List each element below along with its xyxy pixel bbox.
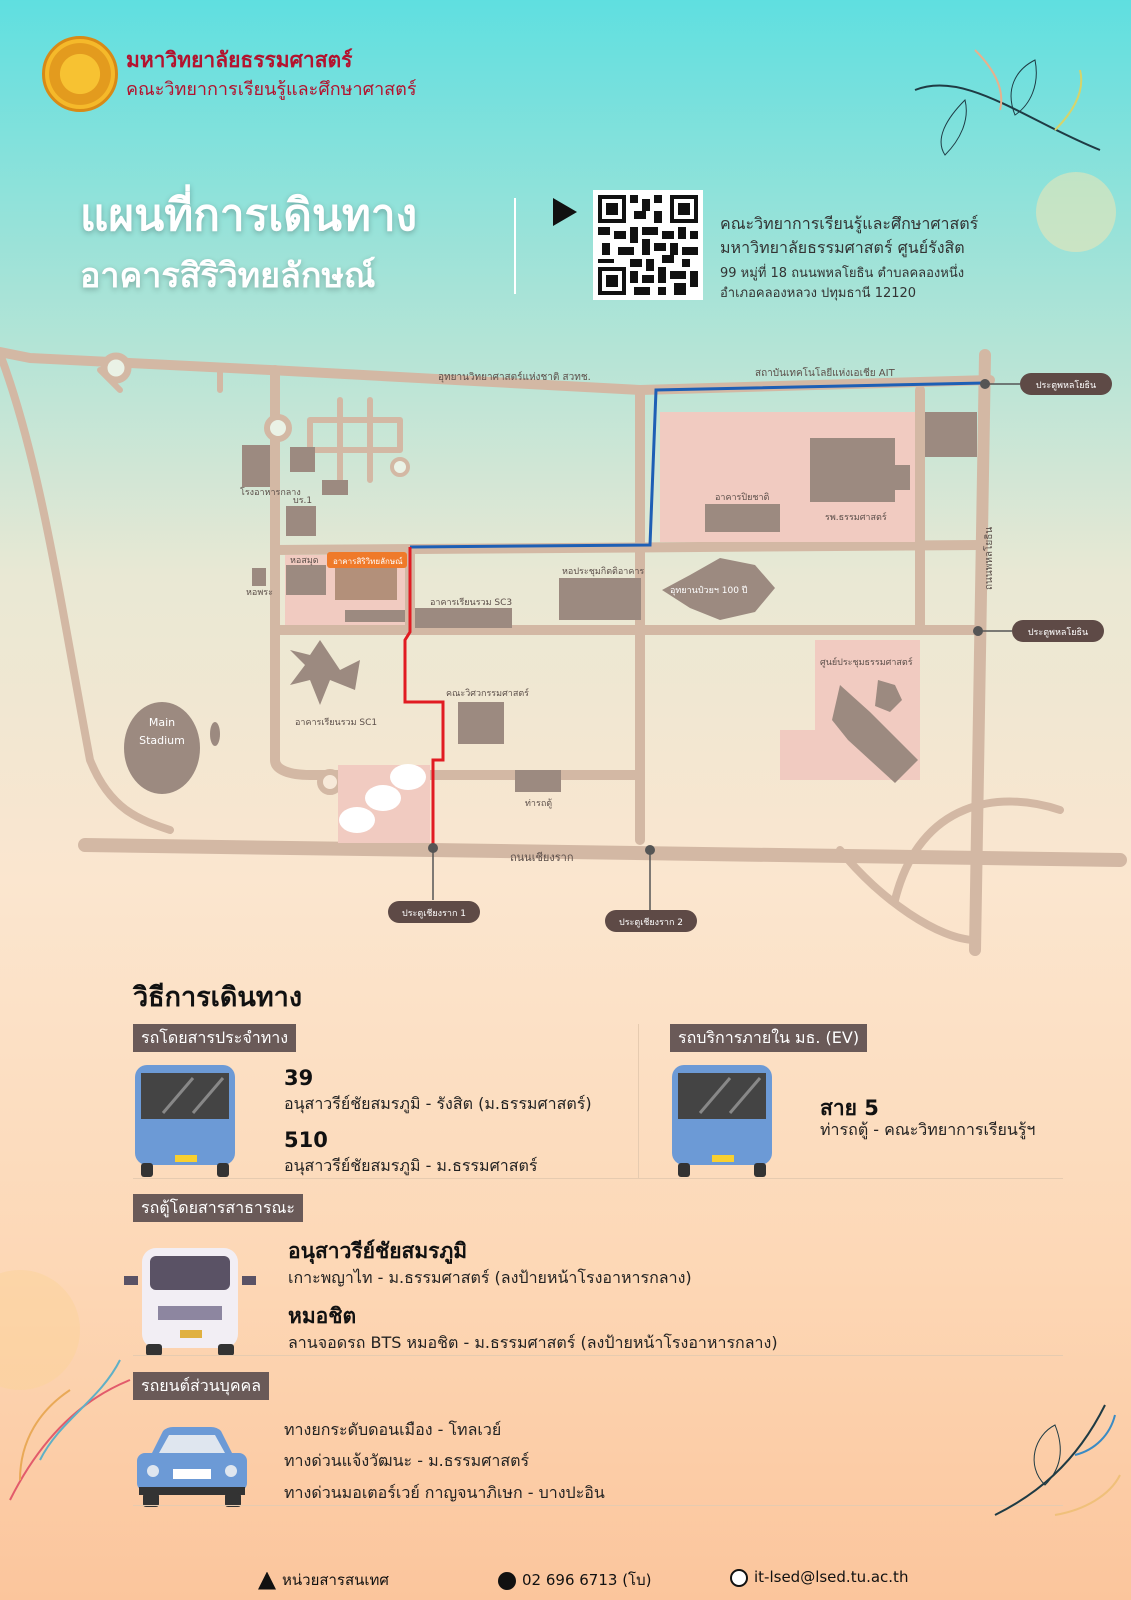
car-route-2: ทางด่วนแจ้งวัฒนะ - ม.ธรรมศาสตร์ bbox=[284, 1451, 530, 1470]
page-title: แผนที่การเดินทาง bbox=[80, 190, 418, 241]
footer-email-label: it-lsed@lsed.tu.ac.th bbox=[754, 1568, 909, 1586]
map-label-ait: สถาบันเทคโนโลยีแห่งเอเชีย AIT bbox=[755, 366, 896, 379]
divider bbox=[133, 1505, 1063, 1506]
leaf-decoration-right bbox=[994, 1404, 1121, 1516]
travel-heading: วิธีการเดินทาง bbox=[133, 982, 303, 1013]
target-building-tag bbox=[327, 552, 407, 568]
map-label-canteen: โรงอาหารกลาง bbox=[240, 487, 301, 498]
map-label-sc3: อาคารเรียนรวม SC3 bbox=[430, 597, 512, 608]
university-seal-logo bbox=[42, 36, 118, 112]
van-tag: รถตู้โดยสารสาธารณะ bbox=[133, 1194, 303, 1222]
ev-line: สาย 5 bbox=[820, 1096, 879, 1120]
footer-unit-label: หน่วยสารสนเทศ bbox=[282, 1571, 389, 1589]
email-icon bbox=[730, 1568, 748, 1587]
map-label-library: หอสมุด bbox=[290, 556, 319, 566]
car-route-3: ทางด่วนมอเตอร์เวย์ กาญจนาภิเษก - บางปะอิ… bbox=[284, 1483, 605, 1502]
map-label-br1: บร.1 bbox=[293, 496, 312, 506]
university-name: มหาวิทยาลัยธรรมศาสตร์ bbox=[126, 48, 353, 72]
unit-icon bbox=[258, 1571, 276, 1590]
map-label-hospital: รพ.ธรรมศาสตร์ bbox=[825, 511, 887, 523]
divider bbox=[133, 1178, 1063, 1179]
leaf-decoration-left bbox=[0, 1270, 131, 1501]
gate-chiangrak2-label: ประตูเชียงราก 2 bbox=[619, 917, 683, 928]
play-arrow-icon bbox=[553, 198, 577, 226]
footer-phone-label: 02 696 6713 (โบ) bbox=[522, 1571, 652, 1589]
van1-route: เกาะพญาไท - ม.ธรรมศาสตร์ (ลงป้ายหน้าโรงอ… bbox=[288, 1268, 692, 1287]
footer-email[interactable]: it-lsed@lsed.tu.ac.th bbox=[730, 1568, 908, 1587]
bus2-route: อนุสาวรีย์ชัยสมรภูมิ - ม.ธรรมศาสตร์ bbox=[284, 1156, 538, 1175]
gate-chiangrak1-label: ประตูเชียงราก 1 bbox=[402, 908, 466, 919]
ev-route: ท่ารถตู้ - คณะวิทยาการเรียนรู้ฯ bbox=[820, 1120, 1036, 1139]
blue-route bbox=[409, 381, 986, 549]
bus1-number: 39 bbox=[284, 1066, 314, 1090]
map-label-sc1: อาคารเรียนรวม SC1 bbox=[295, 717, 377, 728]
divider bbox=[514, 198, 516, 294]
car-icon bbox=[137, 1427, 247, 1507]
address-district: อำเภอคลองหลวง ปทุมธานี 12120 bbox=[720, 286, 917, 301]
gate-phahon-top-label: ประตูพหลโยธิน bbox=[1036, 380, 1096, 391]
map-label-engineering: คณะวิศวกรรมศาสตร์ bbox=[446, 687, 529, 699]
ev-tag: รถบริการภายใน มธ. (EV) bbox=[670, 1024, 868, 1052]
address-faculty: คณะวิทยาการเรียนรู้และศึกษาศาสตร์ bbox=[720, 214, 979, 233]
footer-unit: หน่วยสารสนเทศ bbox=[258, 1568, 389, 1592]
car-route-1: ทางยกระดับดอนเมือง - โทลเวย์ bbox=[284, 1420, 502, 1439]
map-label-phahon-road: ถนนพหลโยธิน bbox=[982, 527, 995, 590]
van2-title: หมอชิต bbox=[288, 1304, 357, 1328]
decor-circle bbox=[1036, 172, 1116, 252]
van-icon bbox=[124, 1248, 256, 1356]
column-divider bbox=[638, 1024, 639, 1179]
map-label-stadium-2: Stadium bbox=[139, 734, 185, 747]
gate-phahon-mid-label: ประตูพหลโยธิน bbox=[1028, 627, 1088, 638]
address-street: 99 หมู่ที่ 18 ถนนพหลโยธิน ตำบลคลองหนึ่ง bbox=[720, 266, 965, 281]
qr-code[interactable] bbox=[593, 190, 703, 300]
bus-tag: รถโดยสารประจำทาง bbox=[133, 1024, 297, 1052]
bus2-number: 510 bbox=[284, 1128, 328, 1152]
van1-title: อนุสาวรีย์ชัยสมรภูมิ bbox=[288, 1239, 468, 1263]
leaf-decoration bbox=[914, 49, 1101, 156]
map-label-park: อุทยานป๋วยฯ 100 ปี bbox=[670, 585, 748, 596]
red-route bbox=[403, 547, 445, 848]
buildings bbox=[124, 412, 977, 794]
map-label-hopra: หอพระ bbox=[246, 588, 273, 598]
footer-phone[interactable]: 02 696 6713 (โบ) bbox=[498, 1568, 651, 1592]
map-label-stadium-1: Main bbox=[149, 716, 175, 729]
ev-bus-icon bbox=[672, 1065, 772, 1177]
map-label-road-top: อุทยานวิทยาศาสตร์แห่งชาติ สวทช. bbox=[438, 371, 591, 383]
campus-map: อุทยานวิทยาศาสตร์แห่งชาติ สวทช. สถาบันเท… bbox=[0, 347, 1127, 956]
map-label-target: อาคารสิริวิทยลักษณ์ bbox=[333, 556, 403, 566]
faculty-name: คณะวิทยาการเรียนรู้และศึกษาศาสตร์ bbox=[126, 79, 417, 100]
bus1-route: อนุสาวรีย์ชัยสมรภูมิ - รังสิต (ม.ธรรมศาส… bbox=[284, 1094, 592, 1113]
map-label-chiangrak-road: ถนนเชียงราก bbox=[510, 851, 574, 864]
map-label-van-stop: ท่ารถตู้ bbox=[525, 798, 552, 809]
van2-route: ลานจอดรถ BTS หมอชิต - ม.ธรรมศาสตร์ (ลงป้… bbox=[288, 1333, 778, 1352]
address-university: มหาวิทยาลัยธรรมศาสตร์ ศูนย์รังสิต bbox=[720, 238, 965, 257]
phone-icon bbox=[498, 1571, 516, 1590]
parking-ovals bbox=[339, 764, 426, 833]
map-label-piyachart: อาคารปิยชาติ bbox=[715, 492, 770, 503]
map-label-convention: ศูนย์ประชุมธรรมศาสตร์ bbox=[820, 656, 913, 668]
bus-icon bbox=[135, 1065, 235, 1177]
map-label-hall: หอประชุมกิตติอาคาร bbox=[562, 566, 644, 577]
car-tag: รถยนต์ส่วนบุคคล bbox=[133, 1372, 270, 1400]
page-subtitle: อาคารสิริวิทยลักษณ์ bbox=[80, 256, 376, 296]
divider bbox=[133, 1355, 1063, 1356]
